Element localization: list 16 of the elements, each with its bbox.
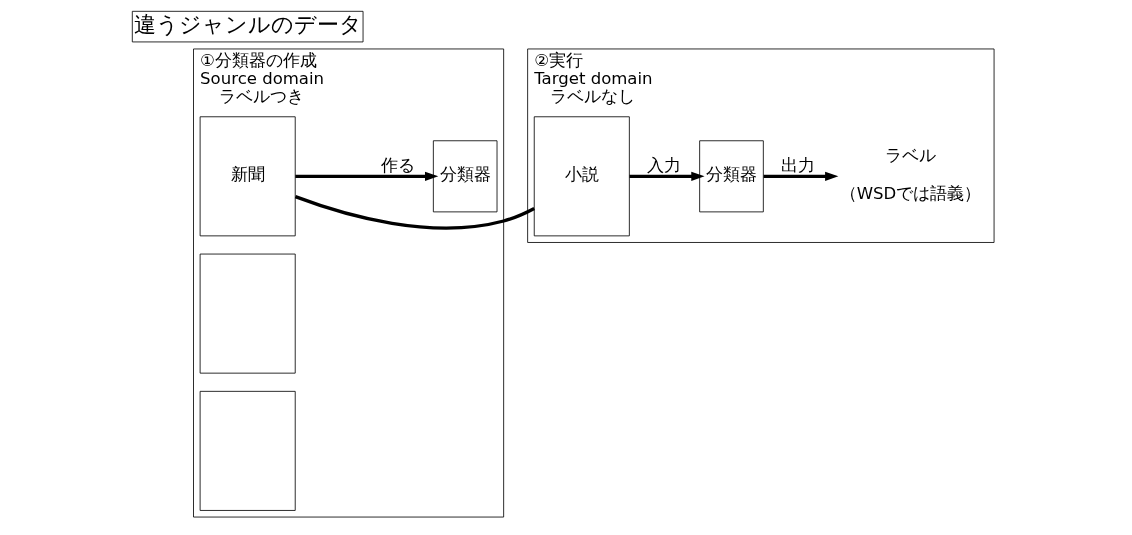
- arrow: [763, 171, 838, 181]
- node-text: ラベル: [884, 146, 936, 166]
- edge-label: 出力: [780, 156, 815, 176]
- node-box: 新聞: [199, 116, 296, 237]
- arrow: [294, 171, 438, 181]
- node-box: [199, 253, 296, 374]
- edge-label: 入力: [647, 156, 681, 176]
- node-box: [199, 390, 296, 511]
- connector: [294, 195, 535, 230]
- node-label: （WSDでは語義）: [839, 184, 981, 204]
- edge-label: 作る: [380, 156, 415, 176]
- node-box: 分類器: [698, 140, 764, 213]
- arrow: [628, 171, 705, 181]
- node-box: 分類器: [432, 140, 497, 213]
- node-box: 小説: [533, 116, 630, 237]
- node-box: 違うジャンルのデータ: [131, 10, 363, 43]
